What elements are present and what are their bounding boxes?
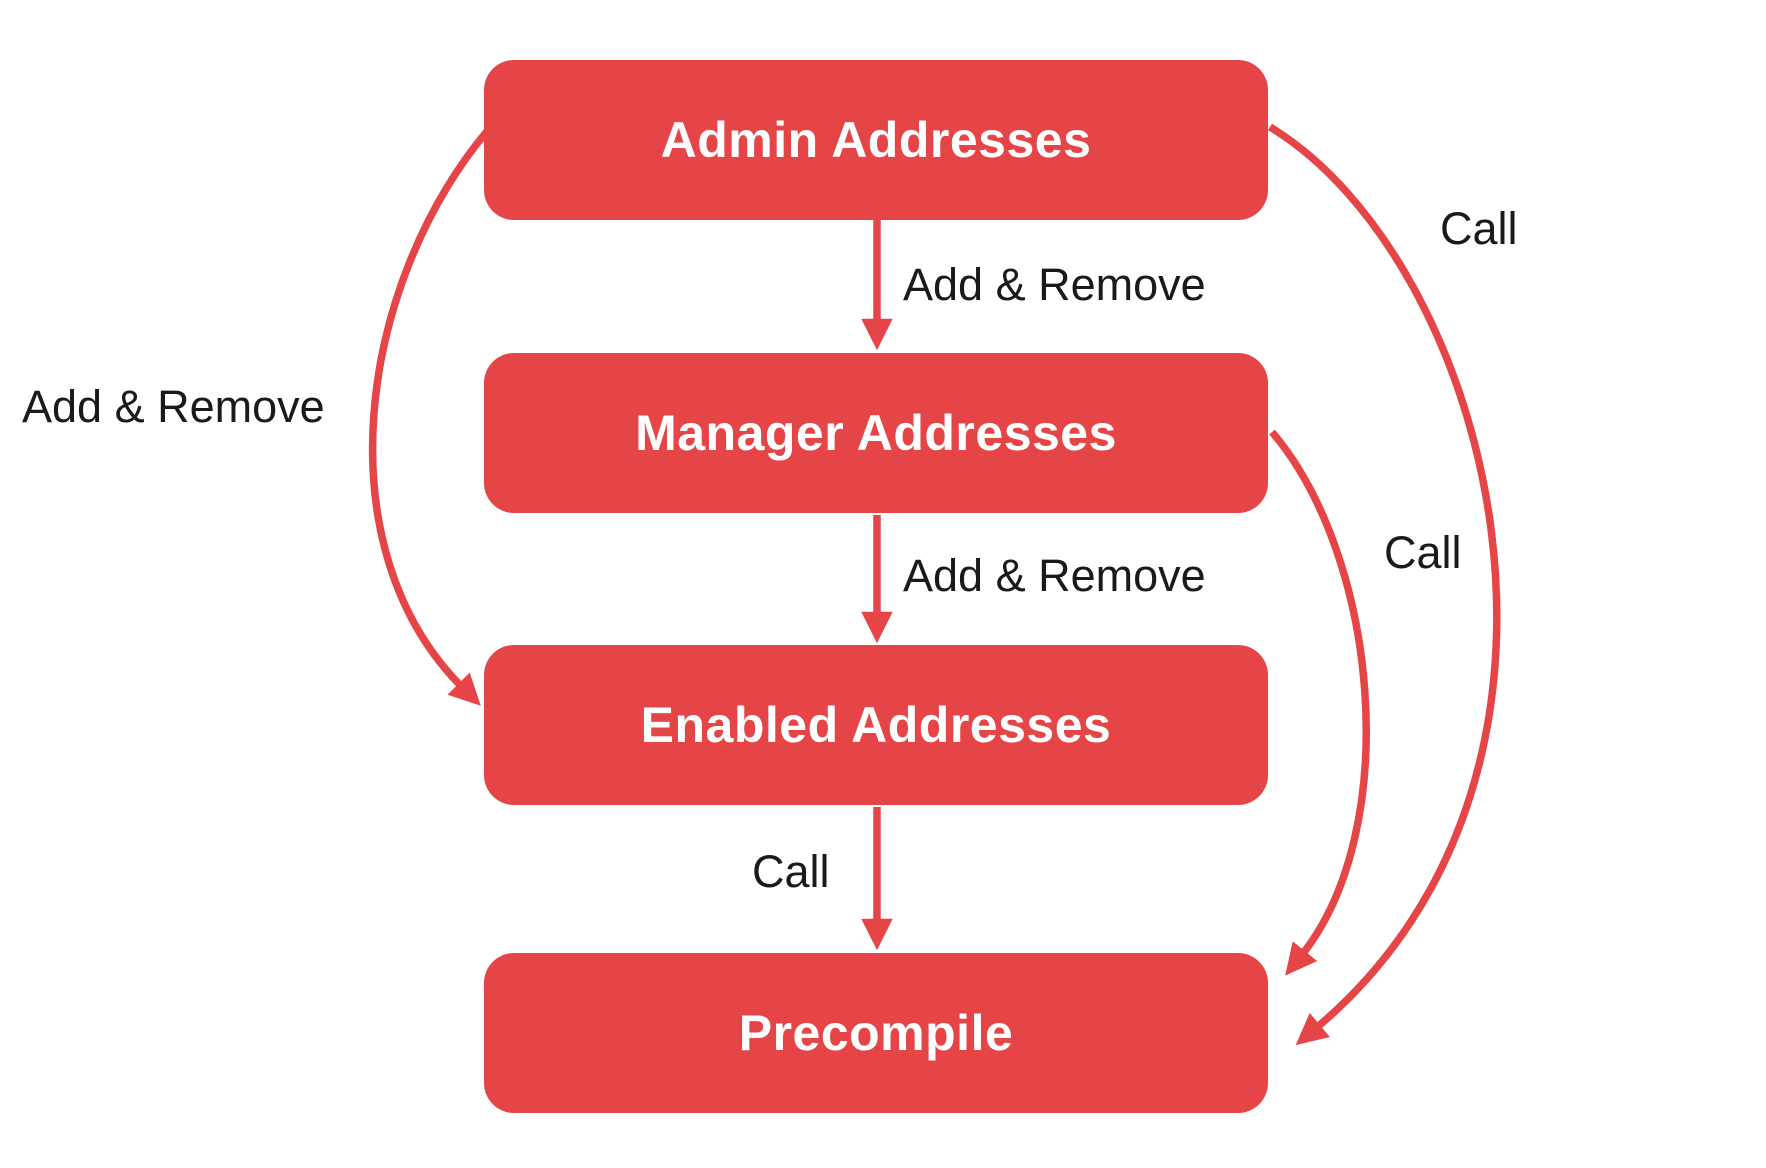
node-precompile-label: Precompile (738, 1005, 1014, 1061)
edge-label-admin-to-enabled: Add & Remove (22, 381, 325, 432)
node-admin-addresses-label: Admin Addresses (660, 112, 1092, 168)
node-manager-addresses-label: Manager Addresses (635, 405, 1117, 461)
node-manager-addresses: Manager Addresses (484, 353, 1268, 513)
node-precompile: Precompile (484, 953, 1268, 1113)
edge-admin-to-precompile-arrow (1268, 123, 1501, 1046)
edge-label-admin-to-precompile: Call (1440, 203, 1518, 254)
edge-label-admin-to-manager: Add & Remove (903, 259, 1206, 310)
edge-label-manager-to-precompile: Call (1384, 527, 1462, 578)
node-enabled-addresses: Enabled Addresses (484, 645, 1268, 805)
edge-label-enabled-to-precompile: Call (752, 846, 830, 897)
edge-label-manager-to-enabled: Add & Remove (903, 550, 1206, 601)
edge-admin-to-enabled-arrow (368, 127, 491, 706)
node-admin-addresses: Admin Addresses (484, 60, 1268, 220)
node-enabled-addresses-label: Enabled Addresses (640, 697, 1112, 753)
edge-manager-to-precompile-arrow (1269, 429, 1370, 976)
